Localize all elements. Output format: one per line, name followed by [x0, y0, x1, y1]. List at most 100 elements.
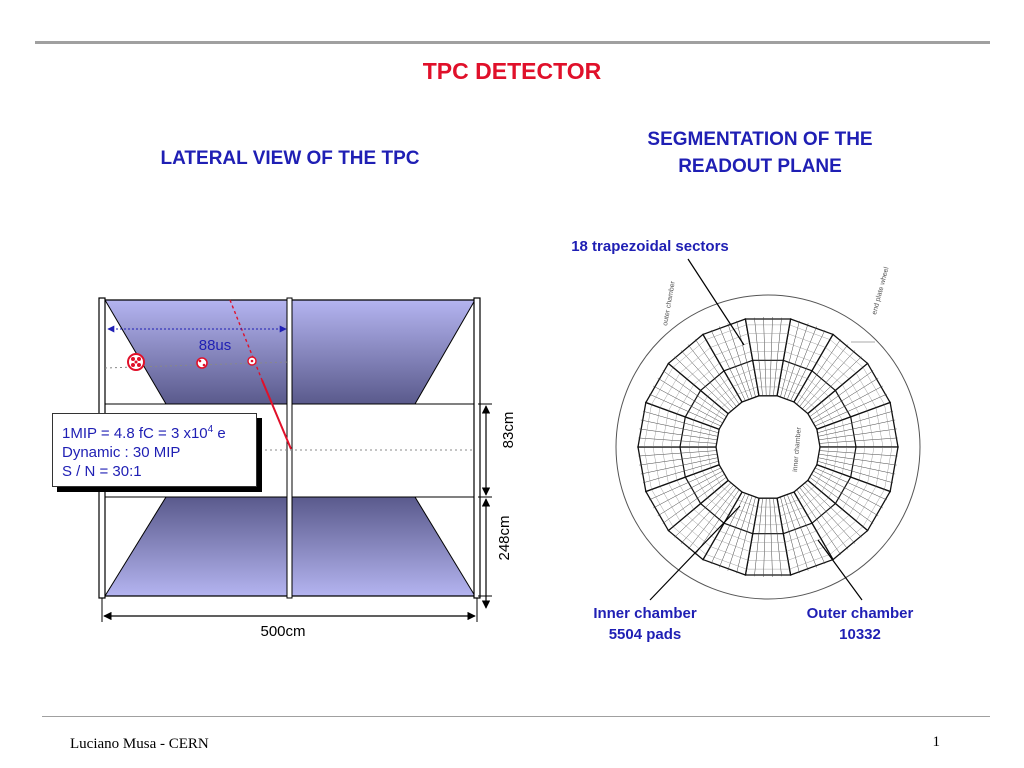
pad-arc-line [661, 446, 669, 484]
pad-arc-line [643, 446, 652, 490]
pad-arc-line [784, 530, 817, 543]
bottom-rule [42, 716, 990, 717]
chamber-boundary-5 [850, 446, 857, 478]
pad-row-line [796, 489, 841, 555]
chamber-boundary-15 [684, 390, 702, 418]
pad-arc-line [807, 378, 829, 397]
end-plate-small-label: end plate wheel [871, 266, 891, 316]
pad-arc-line [842, 384, 860, 414]
pad-arc-line [670, 413, 678, 448]
pad-row-line [819, 450, 898, 457]
drift-time-label: 88us [199, 337, 232, 354]
pad-row-line [642, 461, 719, 484]
pad-arc-line [849, 378, 868, 411]
pad-row-line [662, 477, 727, 524]
pad-arc-line [719, 351, 752, 364]
tpc-lateral-view: 83cm 248cm 500cm 88us [98, 297, 517, 640]
pad-arc-line [820, 514, 850, 539]
inner-chamber-pointer [649, 505, 741, 601]
pad-arc-line [821, 401, 834, 424]
pad-arc-line [855, 372, 877, 408]
pad-arc-line [875, 446, 884, 487]
pad-arc-line [652, 446, 661, 487]
segmentation-heading-line1: SEGMENTATION OF THE [647, 129, 873, 150]
pad-arc-line [668, 483, 687, 516]
pad-row-line [815, 393, 887, 427]
pad-row-line [805, 482, 862, 538]
segmentation-heading-line2: READOUT PLANE [678, 156, 842, 177]
pad-arc-line [781, 369, 808, 379]
pad-arc-line [786, 538, 822, 552]
particle-track [229, 299, 263, 381]
pad-arc-line [721, 394, 738, 408]
pad-arc-line [659, 372, 681, 408]
pad-row-line [657, 377, 725, 420]
pad-row-line [680, 350, 734, 409]
pad-arc-line [672, 339, 707, 368]
pad-arc-line [789, 324, 831, 340]
chamber-boundary-11 [700, 503, 725, 524]
pad-arc-line [789, 554, 831, 570]
pad-row-line [649, 393, 721, 427]
pad-row-line [799, 487, 849, 550]
chamber-boundary-8 [783, 522, 813, 535]
pad-row-line [799, 344, 849, 407]
pad-arc-line [849, 483, 868, 516]
pad-arc-line [825, 520, 857, 547]
pad-arc-line [884, 404, 893, 448]
pad-row-line [695, 489, 740, 555]
pad-arc-line [828, 473, 843, 498]
pad-row-line [819, 453, 897, 466]
outer-chamber-pointer [817, 539, 863, 601]
top-rule [35, 41, 990, 44]
pad-arc-line [787, 333, 826, 348]
pad-arc-line [781, 515, 808, 525]
pad-row-line [657, 474, 725, 517]
pad-arc-line [737, 386, 758, 395]
chamber-boundary-12 [684, 476, 702, 504]
pad-arc-line [862, 367, 885, 405]
outer-chamber-pads: 10332 [839, 626, 881, 643]
pad-row-line [783, 323, 809, 398]
pad-arc-line [884, 446, 893, 490]
pad-arc-line [798, 486, 815, 500]
pad-arc-line [670, 446, 678, 481]
pad-row-line [809, 370, 874, 417]
pad-row-line [638, 450, 717, 457]
pad-row-line [674, 482, 731, 538]
pad-arc-line [710, 407, 722, 427]
mip-info-line1: 1MIP = 4.8 fC = 3 x104 e [62, 424, 226, 442]
pad-arc-line [778, 499, 799, 508]
pad-arc-line [676, 384, 694, 414]
sectors-label: 18 trapezoidal sectors [571, 238, 729, 255]
pad-arc-line [651, 489, 674, 527]
pad-arc-line [710, 333, 749, 348]
pad-arc-line [814, 467, 826, 487]
pad-arc-line [842, 446, 848, 475]
pad-arc-line [676, 480, 694, 510]
inner-chamber-pads: 5504 pads [608, 626, 682, 643]
pad-arc-line [787, 546, 826, 561]
slide-title: TPC DETECTOR [422, 58, 602, 84]
pad-arc-line [693, 509, 720, 532]
cluster-small-icon [247, 356, 257, 366]
length-dimension-label: 500cm [260, 623, 305, 640]
pad-arc-line [714, 386, 734, 403]
pad-arc-line [829, 526, 864, 555]
chamber-boundary-16 [700, 370, 725, 391]
inner-chamber-small-label: inner chamber [792, 426, 803, 472]
footer-author: Luciano Musa - CERN [70, 736, 209, 752]
pad-row-line [674, 356, 731, 412]
pad-arc-line [780, 507, 804, 517]
pad-row-line [662, 370, 727, 417]
pad-arc-line [833, 423, 839, 448]
pad-arc-line [802, 491, 822, 508]
pad-row-line [787, 495, 817, 568]
pad-arc-line [702, 401, 715, 424]
pad-row-line [763, 317, 767, 396]
pad-arc-line [842, 419, 848, 448]
outer-dimension-label: 248cm [496, 515, 513, 560]
pad-row-line [780, 320, 800, 397]
pad-arc-line [828, 396, 843, 421]
